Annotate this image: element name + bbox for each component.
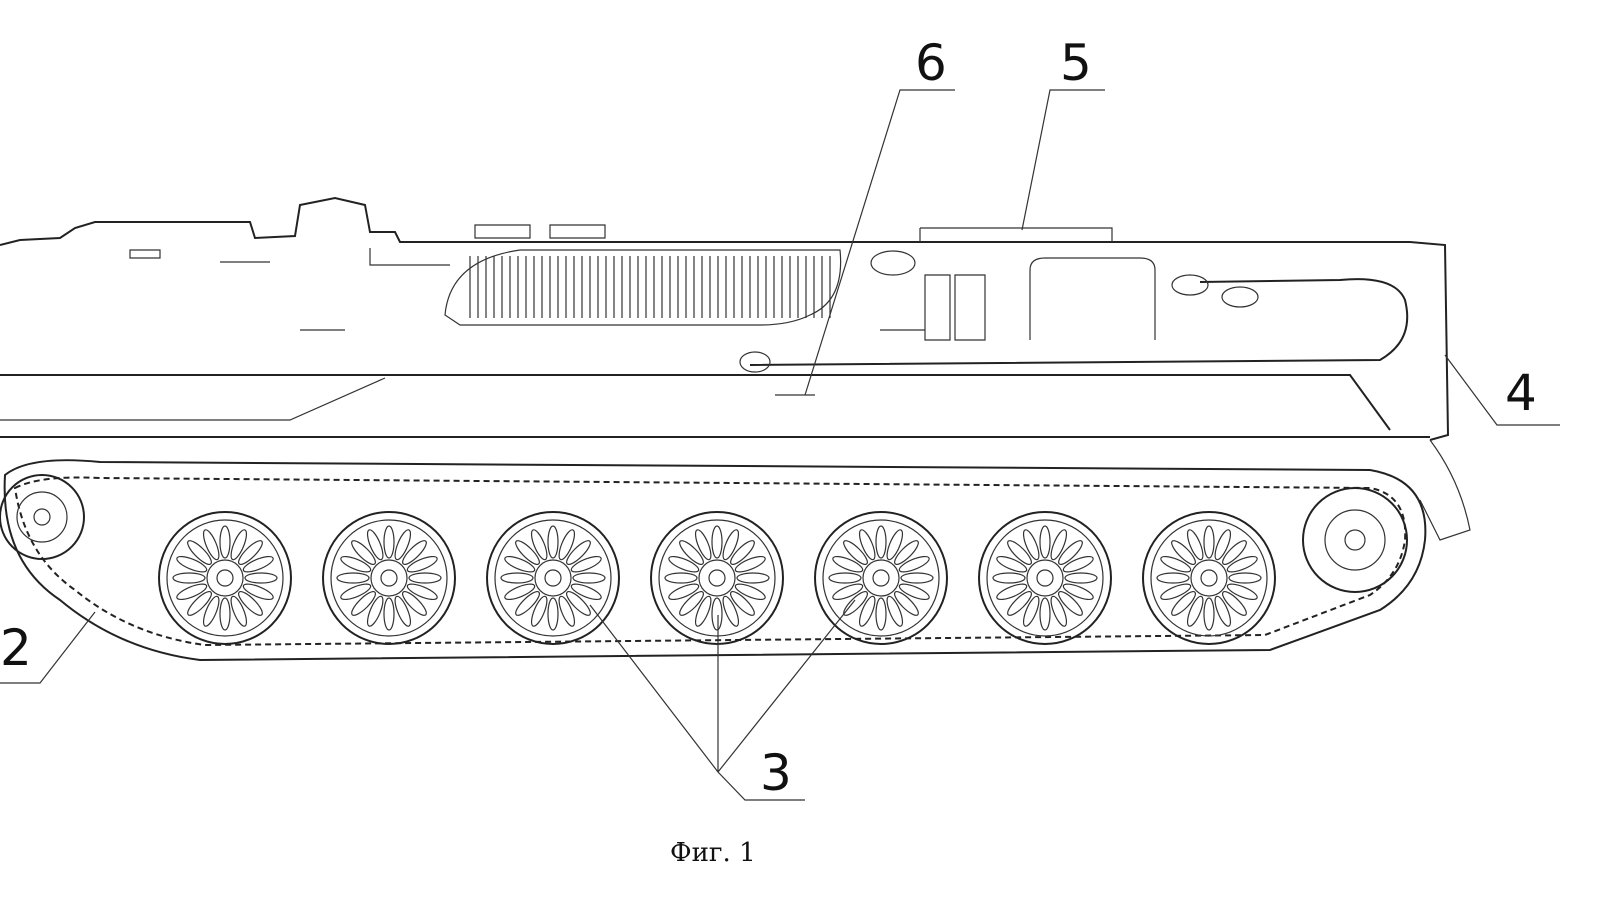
road-wheel <box>1142 511 1276 645</box>
callout-2: 2 <box>0 619 32 677</box>
callout-leaders <box>0 89 1560 801</box>
callout-5: 5 <box>1060 34 1092 92</box>
hull <box>0 196 1450 441</box>
road-wheel <box>978 511 1112 645</box>
track <box>3 439 1471 662</box>
callout-3: 3 <box>760 744 792 802</box>
grille <box>469 256 831 318</box>
callout-6: 6 <box>915 34 947 92</box>
road-wheel <box>814 511 948 645</box>
figure-caption: Фиг. 1 <box>670 838 756 868</box>
road-wheel <box>650 511 784 645</box>
front-idler <box>0 474 85 560</box>
callout-4: 4 <box>1505 364 1537 422</box>
road-wheel <box>322 511 456 645</box>
road-wheels <box>158 511 1276 645</box>
road-wheel <box>486 511 620 645</box>
road-wheel <box>158 511 292 645</box>
rear-sprocket <box>1302 487 1408 593</box>
